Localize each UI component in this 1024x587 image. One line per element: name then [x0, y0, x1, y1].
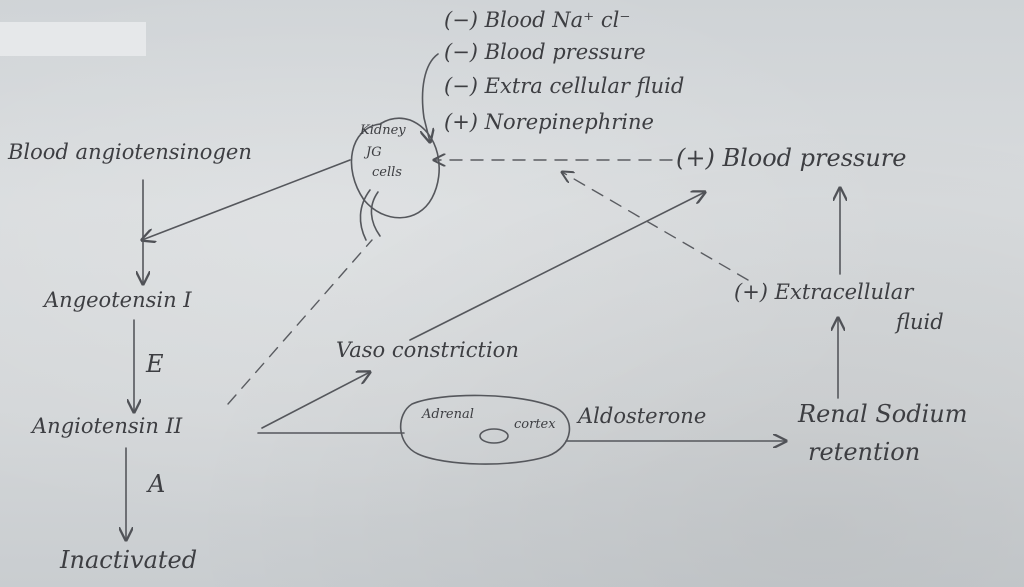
renal-sodium-retention-label: Renal Sodium [798, 400, 968, 428]
aldosterone-label: Aldosterone [578, 404, 707, 428]
ureter-line-2 [359, 189, 371, 241]
enzyme-e-label: E [146, 350, 164, 378]
cortex-label: cortex [514, 417, 556, 432]
modifier-norepinephrine: (+) Norepinephrine [444, 110, 654, 134]
kidney-outline [350, 117, 440, 219]
kidney-cells-label: cells [372, 165, 402, 180]
ecf-feedback-dashed-line [562, 172, 749, 281]
adrenal-medulla-shape [479, 428, 509, 444]
angiotensin-1-label: Angeotensin I [44, 288, 192, 312]
vasoconstriction-label: Vaso constriction [336, 338, 519, 362]
angiotensin-2-label: Angiotensin II [32, 414, 183, 438]
blood-angiotensinogen-label: Blood angiotensinogen [8, 140, 252, 164]
adrenal-label: Adrenal [422, 407, 474, 422]
ang2-feedback-dashed-line [227, 239, 373, 405]
modifiers-to-kidney-arrow [423, 53, 439, 142]
ang2-to-vasoconstriction-arrow [261, 372, 370, 429]
kidney-to-angiotensinogen-arrow [142, 159, 351, 240]
extracellular-fluid-increase-label: (+) Extracellular [734, 280, 914, 304]
redacted-patch [0, 22, 146, 56]
modifier-blood-nacl: (−) Blood Na⁺ cl⁻ [444, 8, 631, 32]
renal-sodium-retention-label-2: retention [808, 438, 921, 466]
kidney-label: Kidney [360, 123, 406, 138]
vasoconstriction-to-bp-arrow [409, 192, 705, 341]
modifier-extracellular-fluid: (−) Extra cellular fluid [444, 74, 685, 98]
enzyme-a-label: A [148, 470, 166, 498]
blood-pressure-increase-label: (+) Blood pressure [676, 144, 907, 172]
extracellular-fluid-increase-label-2: fluid [896, 310, 944, 334]
inactivated-label: Inactivated [60, 546, 198, 574]
adrenal-outline [399, 394, 571, 465]
ureter-line-1 [370, 191, 381, 237]
kidney-jg-label: JG [366, 145, 382, 160]
modifier-blood-pressure: (−) Blood pressure [444, 40, 646, 64]
